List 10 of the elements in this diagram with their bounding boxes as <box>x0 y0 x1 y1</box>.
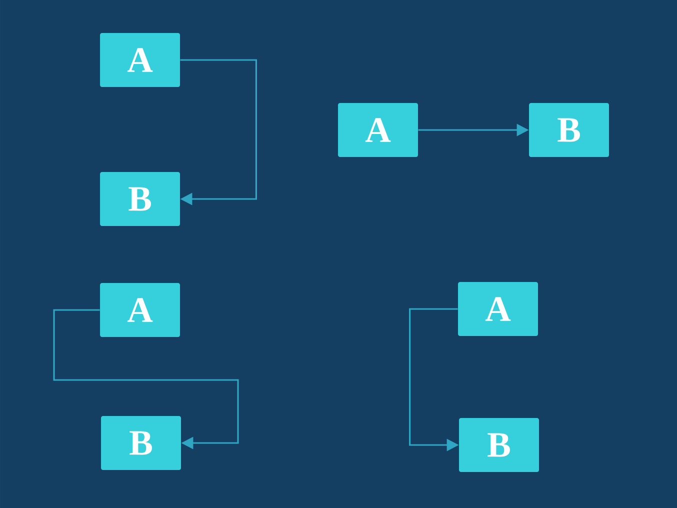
letter-box: B <box>100 172 180 226</box>
arrow <box>180 59 257 206</box>
letter-box: B <box>529 103 609 157</box>
letter-box: A <box>100 283 180 337</box>
letter-box: B <box>101 416 181 470</box>
arrow <box>53 309 239 450</box>
letter-box: A <box>100 33 180 87</box>
letter-box: A <box>458 282 538 336</box>
letter-box: B <box>459 418 539 472</box>
letter-box: A <box>338 103 418 157</box>
